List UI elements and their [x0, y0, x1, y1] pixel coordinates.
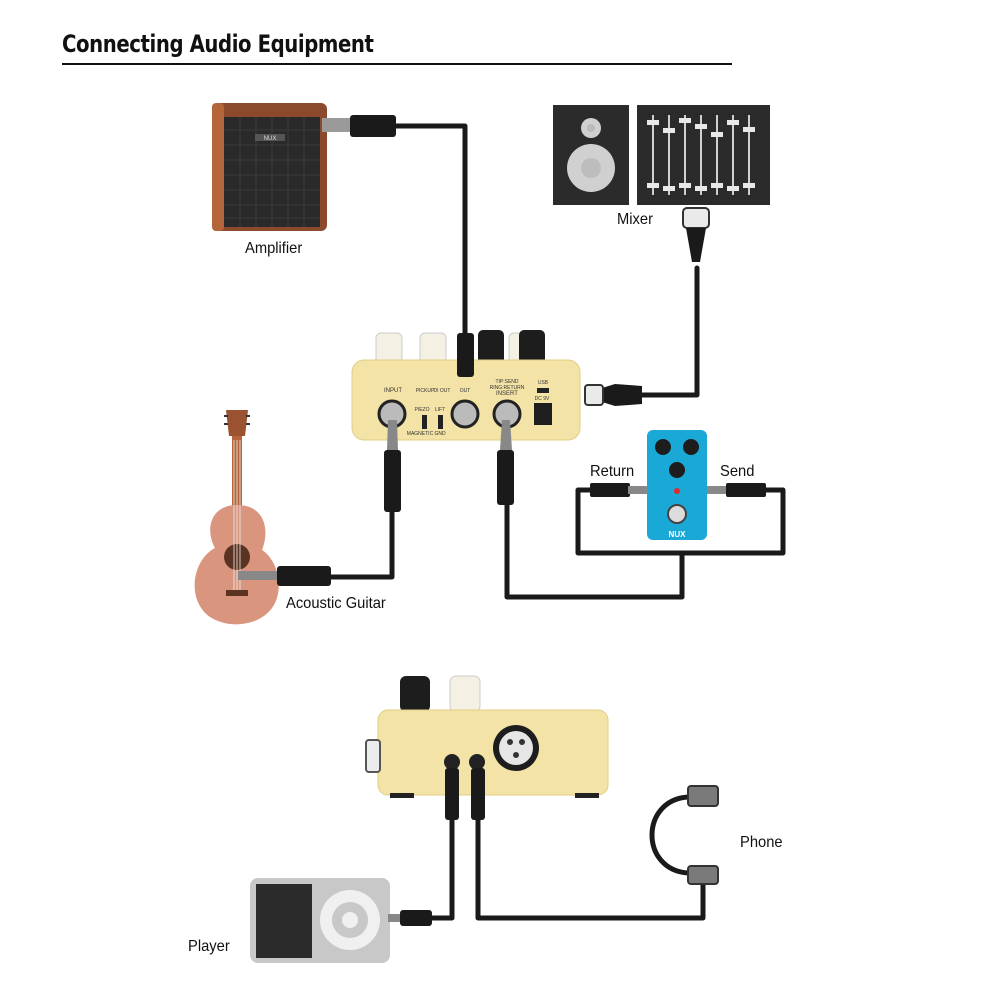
jack-phones-right: [469, 754, 485, 770]
cable-amp-to-out: [392, 123, 468, 343]
jack-out: [450, 399, 480, 429]
label-return: Return: [590, 463, 635, 480]
plug-input: [384, 420, 401, 512]
amp-wood-side: [212, 103, 224, 231]
cable-guitar-to-input: [327, 509, 395, 580]
knob-5: [519, 330, 545, 365]
label-mixer: Mixer: [617, 211, 653, 228]
plug-guitar: [238, 566, 331, 586]
xlr-connector-top: [682, 207, 710, 262]
label-magnetic: MAGNETIC: [407, 431, 434, 437]
switch-lift: [438, 415, 443, 429]
plug-insert: [497, 420, 514, 505]
cable-return: [575, 487, 786, 556]
main-pedal-top: INPUT PICKUP DI OUT OUT TIP:SEND RING:RE…: [351, 330, 581, 441]
label-insert: INSERT: [496, 391, 518, 397]
label-gnd: GND: [434, 431, 446, 437]
jack-phones-left: [444, 754, 460, 770]
amp-logo-plate: [255, 134, 285, 141]
label-lift: LIFT: [435, 407, 445, 413]
plug-send: [707, 483, 766, 497]
dc-port: [534, 403, 552, 425]
phone-adapter: [687, 785, 719, 885]
xlr-connector-di: [584, 384, 642, 406]
amp-jack-plug: [322, 115, 396, 137]
player-device: [250, 878, 432, 963]
label-piezo: PIEZO: [414, 407, 429, 413]
label-send: Send: [720, 463, 755, 480]
switch-pickup: [422, 415, 427, 429]
guitar-headstock: [226, 410, 248, 436]
label-amplifier: Amplifier: [245, 240, 303, 257]
speaker-device: [553, 105, 629, 205]
main-pedal-bottom: [365, 675, 609, 798]
label-pickup: PICKUP: [416, 388, 435, 394]
page-title: Connecting Audio Equipment: [62, 30, 374, 58]
plug-out: [457, 333, 474, 377]
label-tip-send: TIP:SEND: [495, 379, 518, 385]
usb-port: [537, 388, 549, 393]
title-underline: [62, 63, 732, 65]
cable-mixer-to-di: [637, 265, 700, 398]
amplifier-device: NUX: [212, 103, 327, 231]
led: [674, 488, 680, 494]
label-ring-return: RING:RETURN: [490, 385, 525, 391]
plug-return: [590, 483, 648, 497]
guitar-bridge: [226, 590, 248, 596]
knob-3: [478, 330, 504, 365]
label-di-out: DI OUT: [434, 388, 451, 394]
cable-player-left: [427, 815, 455, 921]
label-player: Player: [188, 938, 230, 955]
cables: [327, 123, 786, 921]
label-out: OUT: [460, 388, 471, 394]
blue-pedal-logo: NUX: [669, 530, 687, 539]
label-input: INPUT: [384, 388, 402, 394]
guitar-device: [194, 410, 279, 625]
mixer-device: [637, 105, 770, 205]
footswitch: [667, 504, 687, 524]
blue-effect-pedal: NUX: [647, 430, 707, 540]
cable-player-right: [475, 815, 706, 921]
label-usb: USB: [538, 380, 549, 386]
label-dc: DC 9V: [535, 396, 550, 402]
plugs-bottom: [445, 768, 485, 820]
label-acoustic-guitar: Acoustic Guitar: [286, 595, 386, 612]
label-phone: Phone: [740, 834, 783, 851]
cable-insert-loop: [504, 502, 685, 600]
cable-phone-y: [649, 794, 691, 876]
amp-logo: NUX: [264, 136, 277, 142]
